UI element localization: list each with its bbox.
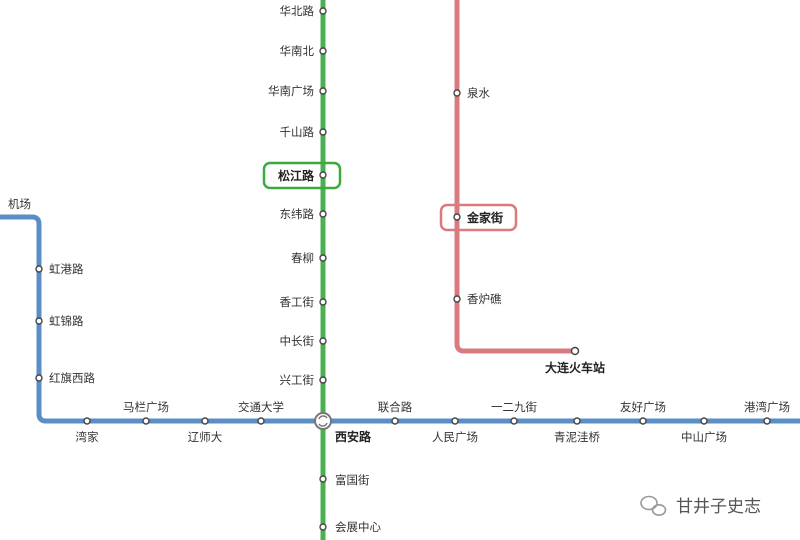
green-line-stations: 华北路 华南北 华南广场 千山路 松江路 东纬路 春柳 香工街 中长街 兴工街 … [268,4,381,534]
station-qing-ni-wa-qiao[interactable]: 青泥洼桥 [554,417,600,444]
station-label: 一二九街 [491,400,537,414]
station-label: 虹港路 [49,262,84,276]
station-label: 兴工街 [280,373,315,387]
blue-line-stations: 机场 虹港路 虹锦路 红旗西路 湾家 马栏广场 辽师大 交通大学 西安路 联合路… [8,197,790,444]
station-label: 华南北 [280,44,315,58]
station-zhong-chang-jie[interactable]: 中长街 [280,334,327,348]
station-hong-jin-lu[interactable]: 虹锦路 [35,314,84,328]
watermark: 甘井子史志 [640,495,761,517]
station-label: 泉水 [467,86,490,100]
station-label: 松江路 [278,168,315,183]
highlight-box-songjianglu [262,161,342,190]
station-label: 香炉礁 [467,292,502,306]
station-xiang-gong-jie[interactable]: 香工街 [280,295,327,309]
station-jin-jia-jie[interactable]: 金家街 [453,210,503,225]
red-line [454,0,575,354]
station-label: 友好广场 [620,400,666,414]
station-lian-he-lu[interactable]: 联合路 [378,400,413,425]
station-fu-guo-jie[interactable]: 富国街 [319,473,370,487]
station-label: 青泥洼桥 [554,430,600,444]
station-wan-jia[interactable]: 湾家 [76,417,99,444]
station-label-ji-chang: 机场 [8,197,31,211]
station-ma-lan-guang-chang[interactable]: 马栏广场 [123,400,169,425]
station-da-lian-huo-che-zhan[interactable]: 大连火车站 [545,346,605,376]
wechat-icon [640,495,667,516]
station-xi-an-lu[interactable]: 西安路 [314,412,372,444]
station-xing-gong-jie[interactable]: 兴工街 [280,373,327,387]
transfer-arrows-icon [318,415,328,427]
station-dong-wei-lu[interactable]: 东纬路 [280,207,327,221]
station-label: 千山路 [280,125,315,139]
station-label: 港湾广场 [744,400,790,414]
station-song-jiang-lu[interactable]: 松江路 [278,168,327,183]
station-yi-er-jiu-jie[interactable]: 一二九街 [491,400,537,425]
station-quan-shui[interactable]: 泉水 [453,86,490,100]
station-label: 华北路 [280,4,315,18]
station-chun-liu[interactable]: 春柳 [291,251,327,265]
station-zhong-shan-guang-chang[interactable]: 中山广场 [681,417,727,444]
station-ren-min-guang-chang[interactable]: 人民广场 [432,417,478,444]
station-label: 红旗西路 [49,371,95,385]
station-label: 中长街 [280,334,315,348]
station-gang-wan-guang-chang[interactable]: 港湾广场 [744,400,790,425]
station-label: 人民广场 [432,430,478,444]
station-label: 联合路 [378,400,413,414]
station-label: 富国街 [335,473,370,487]
station-label: 马栏广场 [123,400,169,414]
station-label: 湾家 [76,430,99,444]
station-hui-zhan-zhong-xin[interactable]: 会展中心 [319,520,381,534]
station-label: 会展中心 [335,520,381,534]
station-label: 交通大学 [238,400,284,414]
station-label: 辽师大 [188,430,223,444]
station-hong-qi-xi-lu[interactable]: 红旗西路 [35,371,95,385]
station-label: 东纬路 [280,207,315,221]
station-label: 春柳 [291,251,314,265]
station-qian-shan-lu[interactable]: 千山路 [280,125,327,139]
station-hong-gang-lu[interactable]: 虹港路 [35,262,84,276]
station-jiao-tong-da-xue[interactable]: 交通大学 [238,400,284,425]
station-xiang-lu-jiao[interactable]: 香炉礁 [453,292,502,306]
blue-line [0,214,800,424]
station-label: 香工街 [280,295,315,309]
highlight-box-jinjiajie [439,203,518,232]
station-label: 大连火车站 [545,360,605,375]
station-label: 华南广场 [268,84,314,98]
station-label: 虹锦路 [49,314,84,328]
station-label: 中山广场 [681,430,727,444]
station-you-hao-guang-chang[interactable]: 友好广场 [620,400,666,425]
station-hua-bei-lu[interactable]: 华北路 [280,4,327,18]
station-liao-shi-da[interactable]: 辽师大 [188,417,223,444]
red-line-stations: 泉水 金家街 香炉礁 大连火车站 [453,86,605,376]
station-hua-nan-guang-chang[interactable]: 华南广场 [268,84,327,98]
station-label: 金家街 [466,210,503,225]
watermark-text: 甘井子史志 [676,497,761,517]
station-hua-nan-bei[interactable]: 华南北 [280,44,327,58]
station-label: 西安路 [335,429,372,444]
